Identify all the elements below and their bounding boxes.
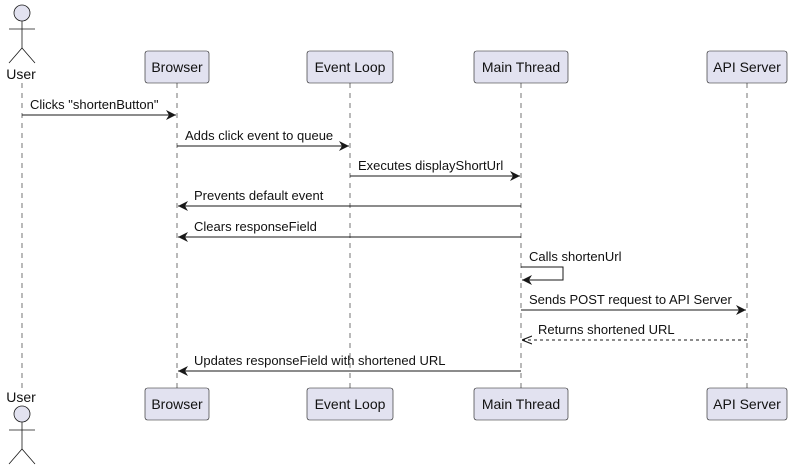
participants-top: User Browser Event Loop Main Thread API Serv… [6, 4, 788, 84]
actor-figure-bottom-user [8, 405, 36, 465]
participant-box-top-browser [144, 50, 210, 84]
participant-label-bottom-eventloop: Event Loop [315, 396, 386, 412]
participant-label-top-eventloop: Event Loop [315, 59, 386, 75]
participant-label-top-mainthread: Main Thread [482, 59, 560, 75]
messages: Clicks "shortenButton" Adds click event t… [22, 97, 747, 376]
message-6: Calls shortenUrl [521, 249, 622, 285]
participant-box-top-mainthread [473, 50, 569, 84]
participant-box-top-eventloop [306, 50, 394, 84]
message-7: Sends POST request to API Server [521, 292, 746, 315]
message-label-2: Adds click event to queue [185, 128, 333, 143]
message-8: Returns shortened URL [522, 322, 747, 340]
message-2: Adds click event to queue [177, 128, 349, 151]
message-3: Executes displayShortUrl [350, 158, 520, 181]
message-label-4: Prevents default event [194, 188, 324, 203]
participant-label-bottom-user: User [6, 389, 36, 405]
participant-label-top-user: User [6, 66, 36, 82]
message-label-9: Updates responseField with shortened URL [194, 353, 445, 368]
message-label-8: Returns shortened URL [538, 322, 675, 337]
participant-box-bottom-eventloop [306, 387, 394, 421]
message-4: Prevents default event [178, 188, 521, 211]
message-label-7: Sends POST request to API Server [529, 292, 732, 307]
participant-label-bottom-browser: Browser [151, 396, 203, 412]
message-label-1: Clicks "shortenButton" [30, 97, 159, 112]
message-label-6: Calls shortenUrl [529, 249, 622, 264]
participant-label-top-api: API Server [713, 59, 781, 75]
participant-label-bottom-api: API Server [713, 396, 781, 412]
message-arrow-6 [521, 266, 564, 285]
participant-label-top-browser: Browser [151, 59, 203, 75]
message-9: Updates responseField with shortened URL [178, 353, 521, 376]
message-5: Clears responseField [178, 219, 521, 242]
participant-label-bottom-mainthread: Main Thread [482, 396, 560, 412]
message-label-5: Clears responseField [194, 219, 317, 234]
participant-box-bottom-mainthread [473, 387, 569, 421]
message-label-3: Executes displayShortUrl [358, 158, 503, 173]
actor-figure-top-user [8, 4, 36, 64]
participants-bottom: User Browser Event Loop Main Thread API Serv… [6, 387, 788, 465]
participant-box-bottom-api [706, 387, 788, 421]
participant-box-bottom-browser [144, 387, 210, 421]
message-1: Clicks "shortenButton" [22, 97, 176, 120]
participant-box-top-api [706, 50, 788, 84]
lifelines [21, 83, 748, 388]
